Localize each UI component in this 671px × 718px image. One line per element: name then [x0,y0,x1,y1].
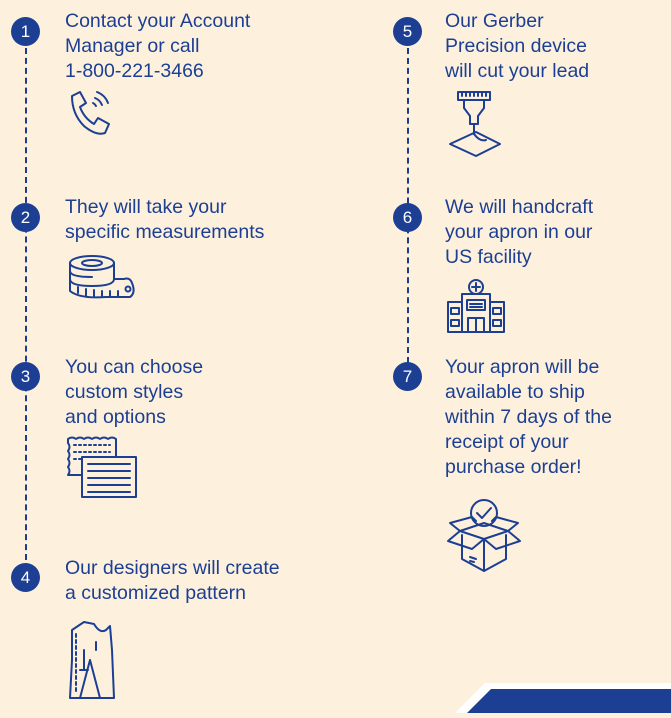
step-text-line: available to ship [445,381,585,403]
step-text-line: You can choose [65,356,204,378]
step-description: We will handcraft your apron in our US f… [445,195,593,270]
pattern-icon [66,620,122,700]
step-text-line: Our Gerber [445,10,544,32]
step-description: Contact your Account Manager or call 1-8… [65,9,250,84]
step-text-line: will cut your lead [445,60,590,82]
step-number-badge: 7 [393,362,422,391]
factory-icon [446,278,506,334]
decorative-corner-shape [455,683,671,713]
step-text-line: Your apron will be [445,356,600,378]
step-number-badge: 6 [393,203,422,232]
step-text-line: and options [65,406,166,428]
step-text-line: within 7 days of the [445,406,612,428]
step-number-badge: 4 [11,563,40,592]
step-text-line: Manager or call [65,35,200,57]
step-text-line: Our designers will create [65,557,280,579]
fabric-swatch-icon [66,435,138,499]
phone-icon [66,90,116,136]
step-text-line: We will handcraft [445,196,594,218]
step-text-line: 1-800-221-3466 [65,60,204,82]
step-text-line: US facility [445,246,532,268]
step-description: Our designers will create a customized p… [65,556,280,606]
step-text-line: your apron in our [445,221,593,243]
step-number-badge: 1 [11,17,40,46]
step-text-line: specific measurements [65,221,265,243]
step-description: They will take your specific measurement… [65,195,264,245]
step-text-line: a customized pattern [65,582,247,604]
step-description: You can choose custom styles and options [65,355,203,430]
step-number-badge: 2 [11,203,40,232]
timeline-line-left [25,48,27,560]
step-text-line: Precision device [445,35,587,57]
tape-measure-icon [66,253,138,303]
box-check-icon [446,495,522,575]
step-description: Your apron will be available to ship wit… [445,355,612,480]
step-text-line: custom styles [65,381,184,403]
step-description: Our Gerber Precision device will cut you… [445,9,589,84]
step-number-badge: 5 [393,17,422,46]
step-text-line: They will take your [65,196,227,218]
step-text-line: Contact your Account [65,10,251,32]
step-text-line: receipt of your [445,431,569,453]
step-number-badge: 3 [11,362,40,391]
cutting-machine-icon [446,90,502,158]
step-text-line: purchase order! [445,456,582,478]
